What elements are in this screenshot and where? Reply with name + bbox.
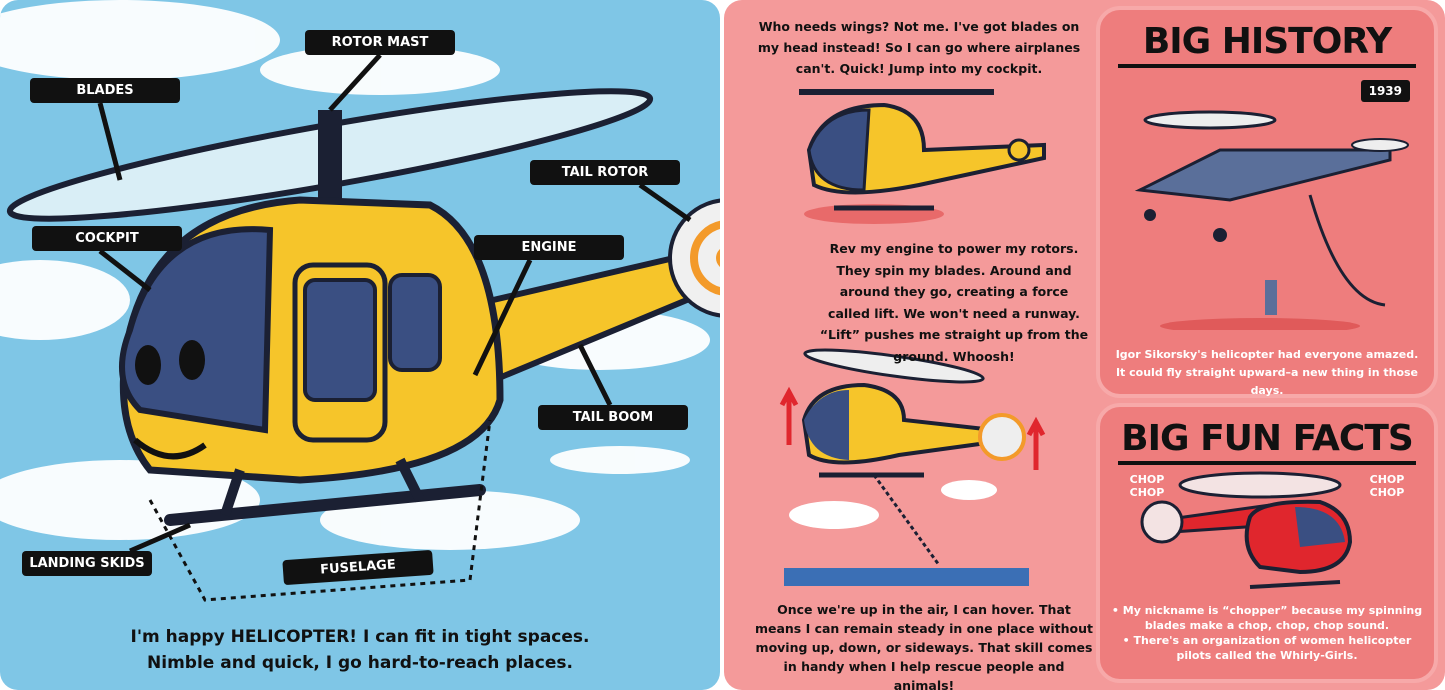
label-tail-rotor: TAIL ROTOR: [530, 160, 680, 185]
label-pointers: [97, 53, 692, 554]
big-fun-facts-title: BIG FUN FACTS: [1118, 417, 1416, 465]
cockpit-shape: [119, 226, 274, 434]
bottom-text: Once we're up in the air, I can hover. T…: [754, 602, 1094, 690]
caption-bold: HELICOPTER: [230, 627, 350, 647]
big-history-box: BIG HISTORY 1939 Igor Sikorsky's helicop…: [1096, 6, 1438, 398]
left-caption: I'm happy HELICOPTER! I can fit in tight…: [0, 624, 720, 676]
caption-text: I'm happy: [130, 627, 231, 647]
helicopter-illustration: [0, 0, 720, 602]
label-tail-boom: TAIL BOOM: [538, 405, 688, 430]
right-illustrations: [779, 89, 1046, 586]
history-text: Igor Sikorsky's helicopter had everyone …: [1115, 348, 1419, 397]
caption-line-2: Nimble and quick, I go hard-to-reach pla…: [147, 653, 573, 673]
intro-text: Who needs wings? Not me. I've got blades…: [757, 19, 1081, 76]
left-page: ROTOR MAST BLADES TAIL ROTOR COCKPIT ENG…: [0, 0, 720, 690]
caption-text: ! I can fit in tight spaces.: [349, 627, 590, 647]
label-engine: ENGINE: [474, 235, 624, 260]
big-history-title: BIG HISTORY: [1118, 20, 1416, 68]
big-fun-facts-box: BIG FUN FACTS CHOP CHOP CHOP CHOP • My n…: [1096, 403, 1438, 683]
red-helicopter-illustration: [1140, 471, 1353, 589]
label-blades: BLADES: [30, 78, 180, 103]
right-page: Who needs wings? Not me. I've got blades…: [724, 0, 1445, 690]
sikorsky-illustration: [1134, 110, 1409, 330]
chop-right-text: CHOP CHOP: [1369, 473, 1405, 499]
label-rotor-mast: ROTOR MAST: [305, 30, 455, 55]
fact-1: • My nickname is “chopper” because my sp…: [1111, 604, 1423, 632]
fun-facts-text: • My nickname is “chopper” because my sp…: [1110, 603, 1424, 663]
year-badge: 1939: [1360, 80, 1410, 102]
label-landing-skids: LANDING SKIDS: [22, 551, 152, 576]
chop-left-text: CHOP CHOP: [1129, 473, 1165, 499]
middle-text: Rev my engine to power my rotors. They s…: [819, 241, 1089, 364]
fact-2: • There's an organization of women helic…: [1122, 634, 1412, 662]
label-cockpit: COCKPIT: [32, 226, 182, 251]
